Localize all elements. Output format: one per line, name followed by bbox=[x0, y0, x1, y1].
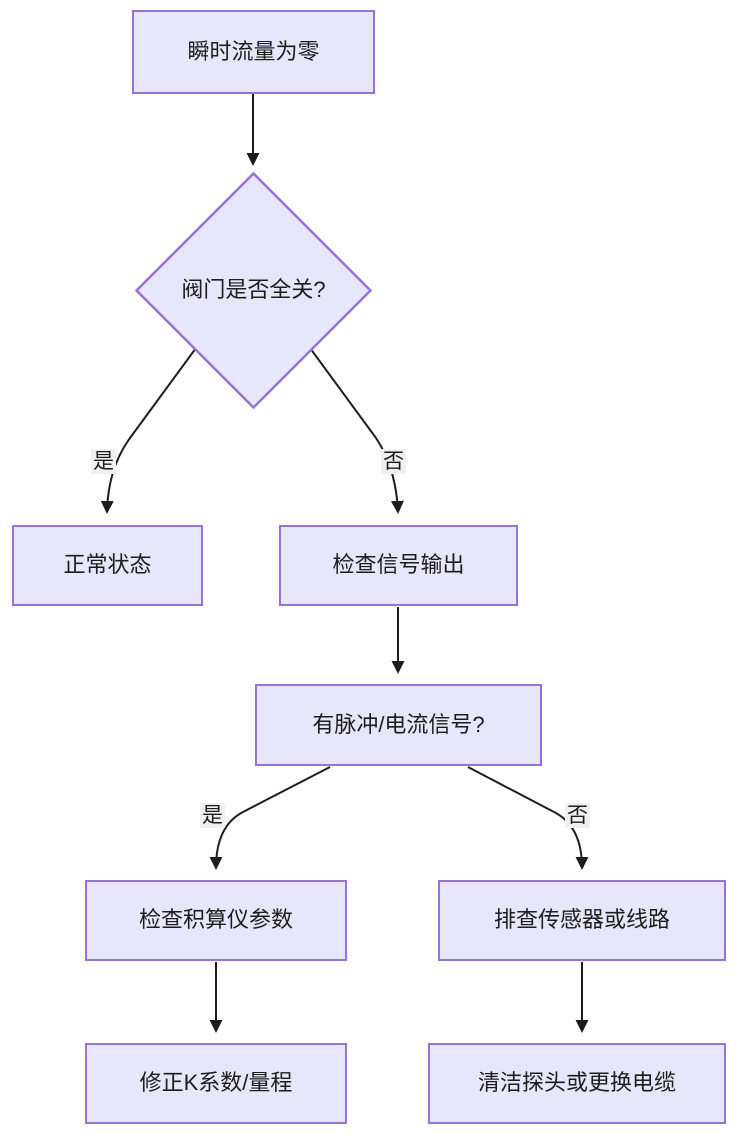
edge-label-yes-signal: 是 bbox=[200, 803, 225, 829]
node-inspect-sensor-or-wiring[interactable]: 排查传感器或线路 bbox=[438, 880, 726, 961]
node-label: 修正K系数/量程 bbox=[139, 1070, 293, 1096]
node-label: 有脉冲/电流信号? bbox=[312, 711, 485, 737]
node-label: 正常状态 bbox=[63, 552, 152, 578]
node-label: 排查传感器或线路 bbox=[493, 907, 670, 933]
node-label: 检查积算仪参数 bbox=[138, 907, 293, 933]
diamond-shape bbox=[135, 172, 372, 409]
node-correct-k-factor-or-range[interactable]: 修正K系数/量程 bbox=[85, 1043, 347, 1124]
node-check-signal-output[interactable]: 检查信号输出 bbox=[279, 525, 518, 606]
edge-n5-n6 bbox=[209, 766, 331, 870]
node-normal-state[interactable]: 正常状态 bbox=[12, 525, 203, 606]
node-check-totalizer-parameters[interactable]: 检查积算仪参数 bbox=[85, 880, 347, 961]
edge-label-yes-valve: 是 bbox=[91, 449, 116, 475]
edge-label-no-valve: 否 bbox=[381, 449, 406, 475]
node-label: 瞬时流量为零 bbox=[187, 38, 320, 64]
node-instant-flow-zero[interactable]: 瞬时流量为零 bbox=[132, 10, 375, 94]
node-clean-probe-or-replace-cable[interactable]: 清洁探头或更换电缆 bbox=[428, 1043, 726, 1124]
node-valve-fully-closed-decision[interactable]: 阀门是否全关? bbox=[135, 172, 372, 409]
edge-label-no-signal: 否 bbox=[565, 803, 590, 829]
node-label: 清洁探头或更换电缆 bbox=[477, 1070, 676, 1096]
node-label: 检查信号输出 bbox=[332, 552, 465, 578]
node-label: 阀门是否全关? bbox=[181, 277, 326, 303]
node-pulse-or-current-signal-decision[interactable]: 有脉冲/电流信号? bbox=[255, 684, 542, 766]
